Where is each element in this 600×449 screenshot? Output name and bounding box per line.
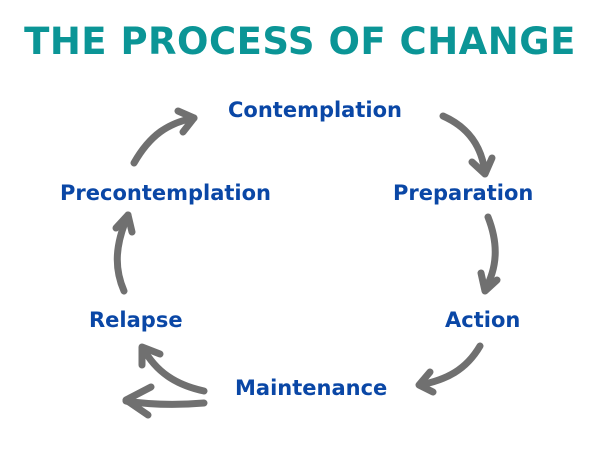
stage-relapse: Relapse [89, 308, 183, 332]
arrow-maintenance-exit-left-icon [122, 383, 208, 419]
arrow-preparation-to-action-icon [477, 213, 501, 295]
arrow-precontemplation-to-contemplation-icon [130, 107, 198, 167]
arrow-action-to-maintenance-icon [415, 342, 484, 396]
stage-precontemplation: Precontemplation [60, 181, 271, 205]
stage-preparation: Preparation [393, 181, 534, 205]
diagram-title: THE PROCESS OF CHANGE [24, 20, 576, 63]
stage-maintenance: Maintenance [235, 376, 388, 400]
arrow-maintenance-to-relapse-icon [138, 343, 208, 395]
stage-contemplation: Contemplation [228, 98, 402, 122]
stage-action: Action [445, 308, 521, 332]
arrow-relapse-to-precontemplation-icon [112, 211, 136, 295]
arrow-contemplation-to-preparation-icon [439, 112, 496, 178]
